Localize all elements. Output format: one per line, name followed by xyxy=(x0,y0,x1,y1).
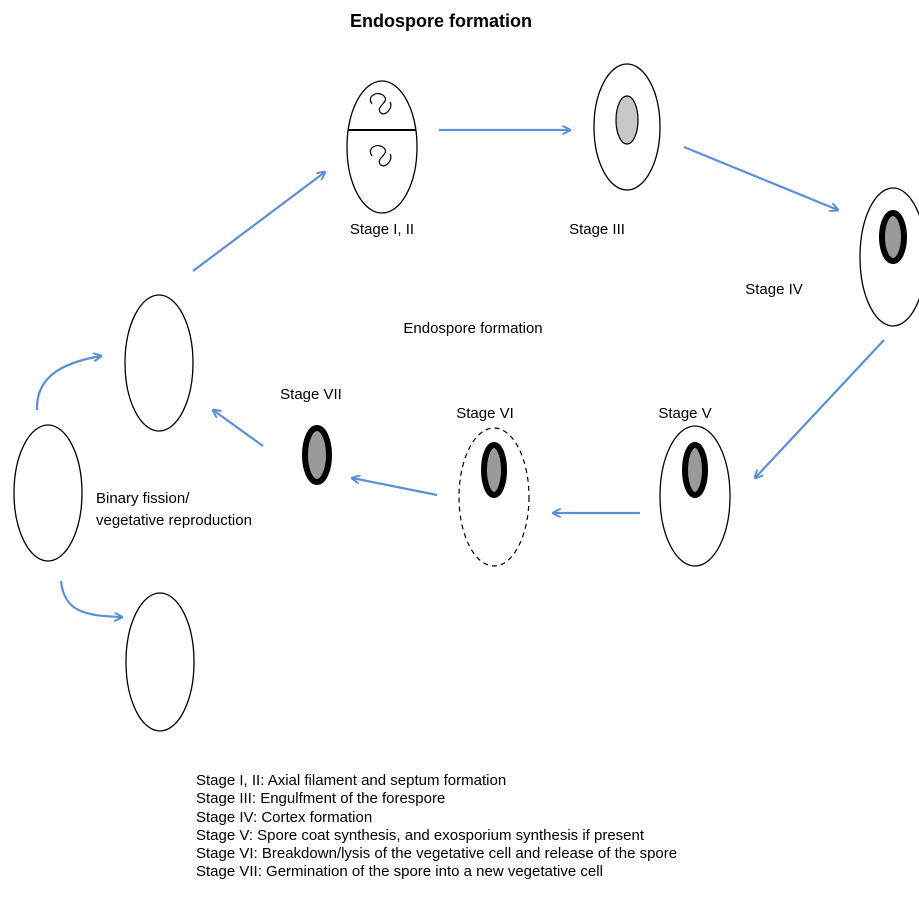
stage-6-cell xyxy=(458,427,530,567)
vegetative-cell-middle xyxy=(13,424,83,562)
arrow-to-stage-1-2 xyxy=(192,172,325,272)
arrow-fission-up xyxy=(35,356,101,411)
arrow-to-stage-4 xyxy=(683,145,838,210)
legend-item: Stage I, II: Axial filament and septum f… xyxy=(196,772,507,789)
binary-fission-label-line1: Binary fission/ xyxy=(96,490,190,507)
stage-4-cell xyxy=(859,187,919,327)
stage-1-2-cell xyxy=(346,80,418,214)
legend-item: Stage IV: Cortex formation xyxy=(196,808,373,826)
stage-6-label: Stage VI xyxy=(456,405,514,422)
stage-7-label: Stage VII xyxy=(280,386,342,403)
stage-3-label: Stage III xyxy=(569,221,625,238)
legend-item: Stage III: Engulfment of the forespore xyxy=(196,790,446,808)
stage-3-cell xyxy=(593,63,661,191)
legend-item: Stage V: Spore coat synthesis, and exosp… xyxy=(196,826,645,844)
arrow-to-stage-7 xyxy=(352,478,438,497)
legend-item: Stage VI: Breakdown/lysis of the vegetat… xyxy=(196,845,678,863)
center-label: Endospore formation xyxy=(403,320,542,337)
vegetative-cell-bottom xyxy=(125,592,195,732)
stage-5-label: Stage V xyxy=(658,405,711,422)
stage-7-spore xyxy=(302,425,332,485)
legend-item: Stage VII: Germination of the spore into… xyxy=(196,863,603,881)
vegetative-cell-top xyxy=(124,294,194,432)
stage-1-2-label: Stage I, II xyxy=(350,221,414,238)
stage-5-cell xyxy=(659,425,731,567)
stage-4-label: Stage IV xyxy=(745,281,803,298)
binary-fission-label-line2: vegetative reproduction xyxy=(96,512,252,529)
arrow-to-stage-5 xyxy=(755,339,885,478)
diagram-title: Endospore formation xyxy=(350,11,532,31)
arrow-fission-down xyxy=(59,580,122,617)
stage-legend: Stage I, II: Axial filament and septum f… xyxy=(196,772,677,882)
arrow-to-vegetative-cell xyxy=(213,410,264,447)
